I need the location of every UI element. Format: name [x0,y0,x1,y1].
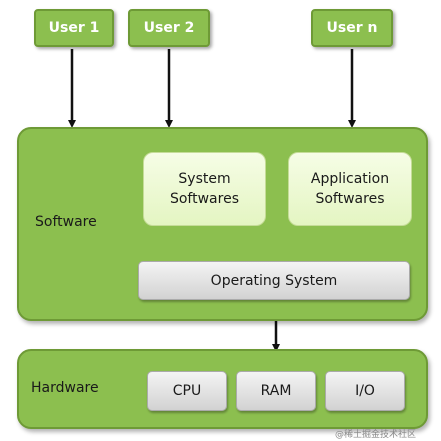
system-softwares-line1: System [178,171,231,187]
system-softwares-box: System Softwares [143,152,266,226]
software-label: Software [35,214,97,230]
application-softwares-line1: Application [310,171,390,187]
io-box: I/O [325,371,405,411]
user-n-box: User n [311,9,393,47]
user-1-box: User 1 [34,9,114,47]
user-2-box: User 2 [128,9,210,47]
cpu-box: CPU [147,371,227,411]
ram-box: RAM [236,371,316,411]
hardware-label: Hardware [31,380,99,396]
application-softwares-box: Application Softwares [288,152,412,226]
system-softwares-line2: Softwares [169,191,239,207]
watermark: @稀土掘金技术社区 [335,430,417,440]
operating-system-box: Operating System [138,261,410,300]
application-softwares-line2: Softwares [315,191,385,207]
